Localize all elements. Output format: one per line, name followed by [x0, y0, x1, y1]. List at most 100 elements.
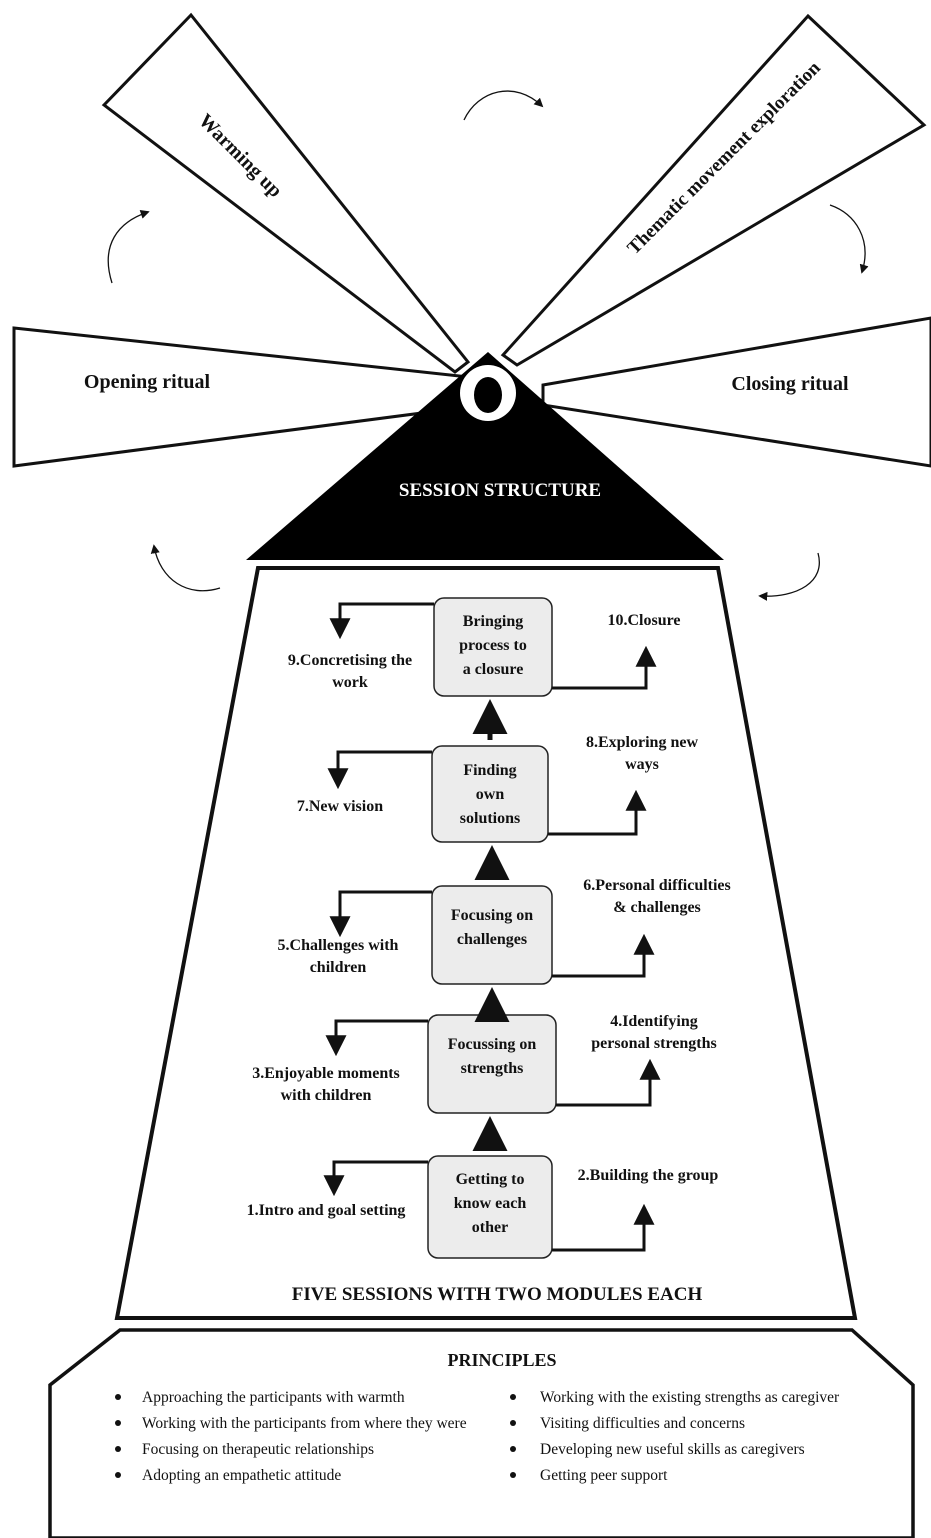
session-title-line: a closure: [463, 661, 524, 678]
bullet-icon: [115, 1446, 121, 1452]
principle-text: Working with the participants from where…: [142, 1415, 467, 1432]
principle-text: Adopting an empathetic attitude: [142, 1467, 341, 1484]
left-module-connector: [329, 602, 434, 640]
session-title-line: process to: [459, 637, 527, 654]
session-1: Getting to know each other 1.Intro and goal…: [247, 1116, 719, 1259]
right-module-connector: [552, 645, 657, 690]
rotation-arrow-top: [463, 90, 544, 121]
left-module-label-line: 1.Intro and goal setting: [247, 1202, 406, 1219]
principle-text: Developing new useful skills as caregive…: [540, 1441, 805, 1458]
session-title: Getting to know each other: [454, 1171, 527, 1236]
blade-label-opening: Opening ritual: [84, 371, 211, 393]
left-module-label: 7.New vision: [297, 798, 383, 815]
bullet-icon: [510, 1420, 516, 1426]
principle-item: Working with the participants from where…: [115, 1415, 467, 1432]
session-title-line: own: [476, 786, 505, 803]
right-module-connector: [548, 789, 647, 836]
principle-text: Approaching the participants with warmth: [142, 1389, 405, 1406]
right-module-label-line: 8.Exploring new: [586, 734, 698, 751]
right-module-label: 10.Closure: [607, 612, 680, 629]
hub-label: SESSION STRUCTURE: [399, 480, 601, 501]
session-structure-hub: SESSION STRUCTURE: [246, 352, 724, 560]
principles-panel: PRINCIPLES: [48, 1328, 915, 1538]
left-module-connector: [325, 1019, 428, 1057]
blade-opening-ritual: Opening ritual: [12, 326, 481, 468]
bullet-icon: [510, 1394, 516, 1400]
rotation-arrow-right-down: [829, 204, 869, 274]
left-module-connector: [329, 890, 432, 938]
session-box: [431, 745, 549, 843]
principle-item: Approaching the participants with warmth: [115, 1389, 405, 1406]
hub-center: [474, 377, 502, 413]
session-title-line: other: [472, 1219, 508, 1236]
right-module-label: 2.Building the group: [578, 1167, 719, 1184]
left-module-label: 3.Enjoyable moments with children: [252, 1065, 400, 1104]
rotation-arrow-left-lower: [150, 544, 221, 592]
right-module-connector: [556, 1058, 661, 1107]
principles-list: Approaching the participants with warmth…: [115, 1389, 840, 1484]
session-box: [431, 885, 553, 985]
bullet-icon: [115, 1394, 121, 1400]
blade-label-closing: Closing ritual: [731, 373, 849, 395]
session-title-line: Getting to: [456, 1171, 525, 1188]
left-module-label-line: 3.Enjoyable moments: [252, 1065, 400, 1082]
session-title: Focusing on challenges: [451, 907, 533, 948]
sessions-layer: Getting to know each other 1.Intro and goal…: [247, 597, 731, 1259]
principle-text: Visiting difficulties and concerns: [540, 1415, 745, 1432]
principle-item: Working with the existing strengths as c…: [510, 1389, 840, 1406]
left-module-connector: [323, 1160, 428, 1197]
session-title: Focussing on strengths: [448, 1036, 537, 1077]
left-module-label: 9.Concretising the work: [288, 652, 412, 691]
principle-text: Working with the existing strengths as c…: [540, 1389, 840, 1406]
principle-text: Focusing on therapeutic relationships: [142, 1441, 374, 1458]
tower-caption: FIVE SESSIONS WITH TWO MODULES EACH: [292, 1284, 703, 1305]
right-module-label-line: & challenges: [613, 899, 701, 916]
session-2: Focussing on strengths 3.Enjoyable moments…: [252, 987, 717, 1114]
right-module-connector: [552, 933, 655, 978]
principle-item: Focusing on therapeutic relationships: [115, 1441, 374, 1458]
principle-item: Adopting an empathetic attitude: [115, 1467, 341, 1484]
left-module-label-line: with children: [281, 1087, 372, 1104]
principle-item: Developing new useful skills as caregive…: [510, 1441, 805, 1458]
right-module-label-line: 4.Identifying: [610, 1013, 698, 1030]
session-title-line: solutions: [460, 810, 520, 827]
left-module-connector: [327, 750, 432, 790]
bullet-icon: [115, 1472, 121, 1478]
principle-item: Getting peer support: [510, 1467, 668, 1484]
left-module-label-line: children: [310, 959, 367, 976]
bullet-icon: [510, 1446, 516, 1452]
left-module-label-line: work: [332, 674, 368, 691]
blade-warming-up: Warming up: [101, 12, 471, 374]
blade-thematic-exploration: Thematic movement exploration: [500, 13, 927, 367]
rotation-arrows: [107, 90, 869, 601]
left-module-label-line: 9.Concretising the: [288, 652, 412, 669]
session-title-line: Focusing on: [451, 907, 533, 924]
session-title-line: Focussing on: [448, 1036, 537, 1053]
bullet-icon: [115, 1420, 121, 1426]
right-module-connector: [552, 1203, 655, 1252]
right-module-label-line: 10.Closure: [607, 612, 680, 629]
rotation-arrow-left-up: [107, 209, 150, 284]
rotation-arrow-right-lower: [758, 552, 820, 601]
principles-outline: [48, 1328, 915, 1538]
right-module-label-line: 6.Personal difficulties: [583, 877, 731, 894]
right-module-label-line: 2.Building the group: [578, 1167, 719, 1184]
session-title-line: strengths: [461, 1060, 524, 1077]
bullet-icon: [510, 1472, 516, 1478]
principle-item: Visiting difficulties and concerns: [510, 1415, 745, 1432]
session-title-line: challenges: [457, 931, 527, 948]
blade-closing-ritual: Closing ritual: [541, 316, 931, 468]
left-module-label-line: 7.New vision: [297, 798, 383, 815]
right-module-label: 6.Personal difficulties & challenges: [583, 877, 731, 916]
session-box: [433, 597, 553, 697]
session-title-line: know each: [454, 1195, 527, 1212]
principle-text: Getting peer support: [540, 1467, 668, 1484]
